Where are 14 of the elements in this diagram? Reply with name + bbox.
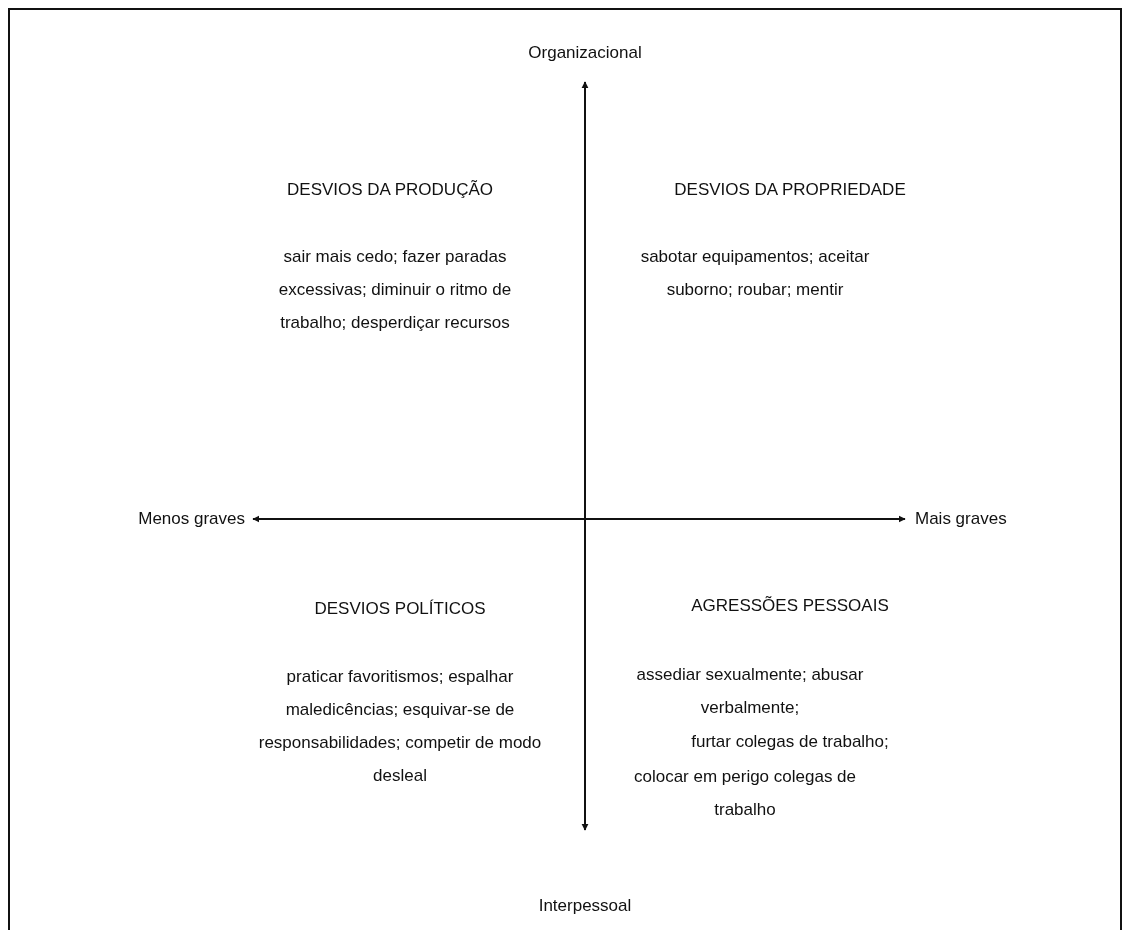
quadrant-description: sabotar equipamentos; aceitar suborno; roubar; mentir (640, 246, 870, 301)
axis-label: Mais graves (915, 508, 1008, 530)
quadrant-description: sair mais cedo; fazer paradas excessivas; diminuir o ritmo de trabalho; desperdiçar recursos (277, 246, 513, 334)
axis-label: Organizacional (527, 42, 643, 64)
quadrant-description: furtar colegas de trabalho; (690, 731, 890, 753)
quadrant-heading: DESVIOS DA PROPRIEDADE (673, 179, 907, 201)
quadrant-heading: DESVIOS DA PRODUÇÃO (286, 179, 494, 201)
axis-label: Interpessoal (537, 895, 633, 917)
axis-label: Menos graves (137, 508, 245, 530)
quadrant-heading: DESVIOS POLÍTICOS (313, 598, 487, 620)
quadrant-heading: AGRESSÕES PESSOAIS (690, 595, 890, 617)
quadrant-description: colocar em perigo colegas de trabalho (632, 766, 858, 821)
quadrant-description: praticar favoritismos; espalhar maledicências; esquivar-se de responsabilidades; competir de modo desleal (257, 666, 543, 787)
quadrant-description: assediar sexualmente; abusar verbalmente; (635, 664, 865, 719)
